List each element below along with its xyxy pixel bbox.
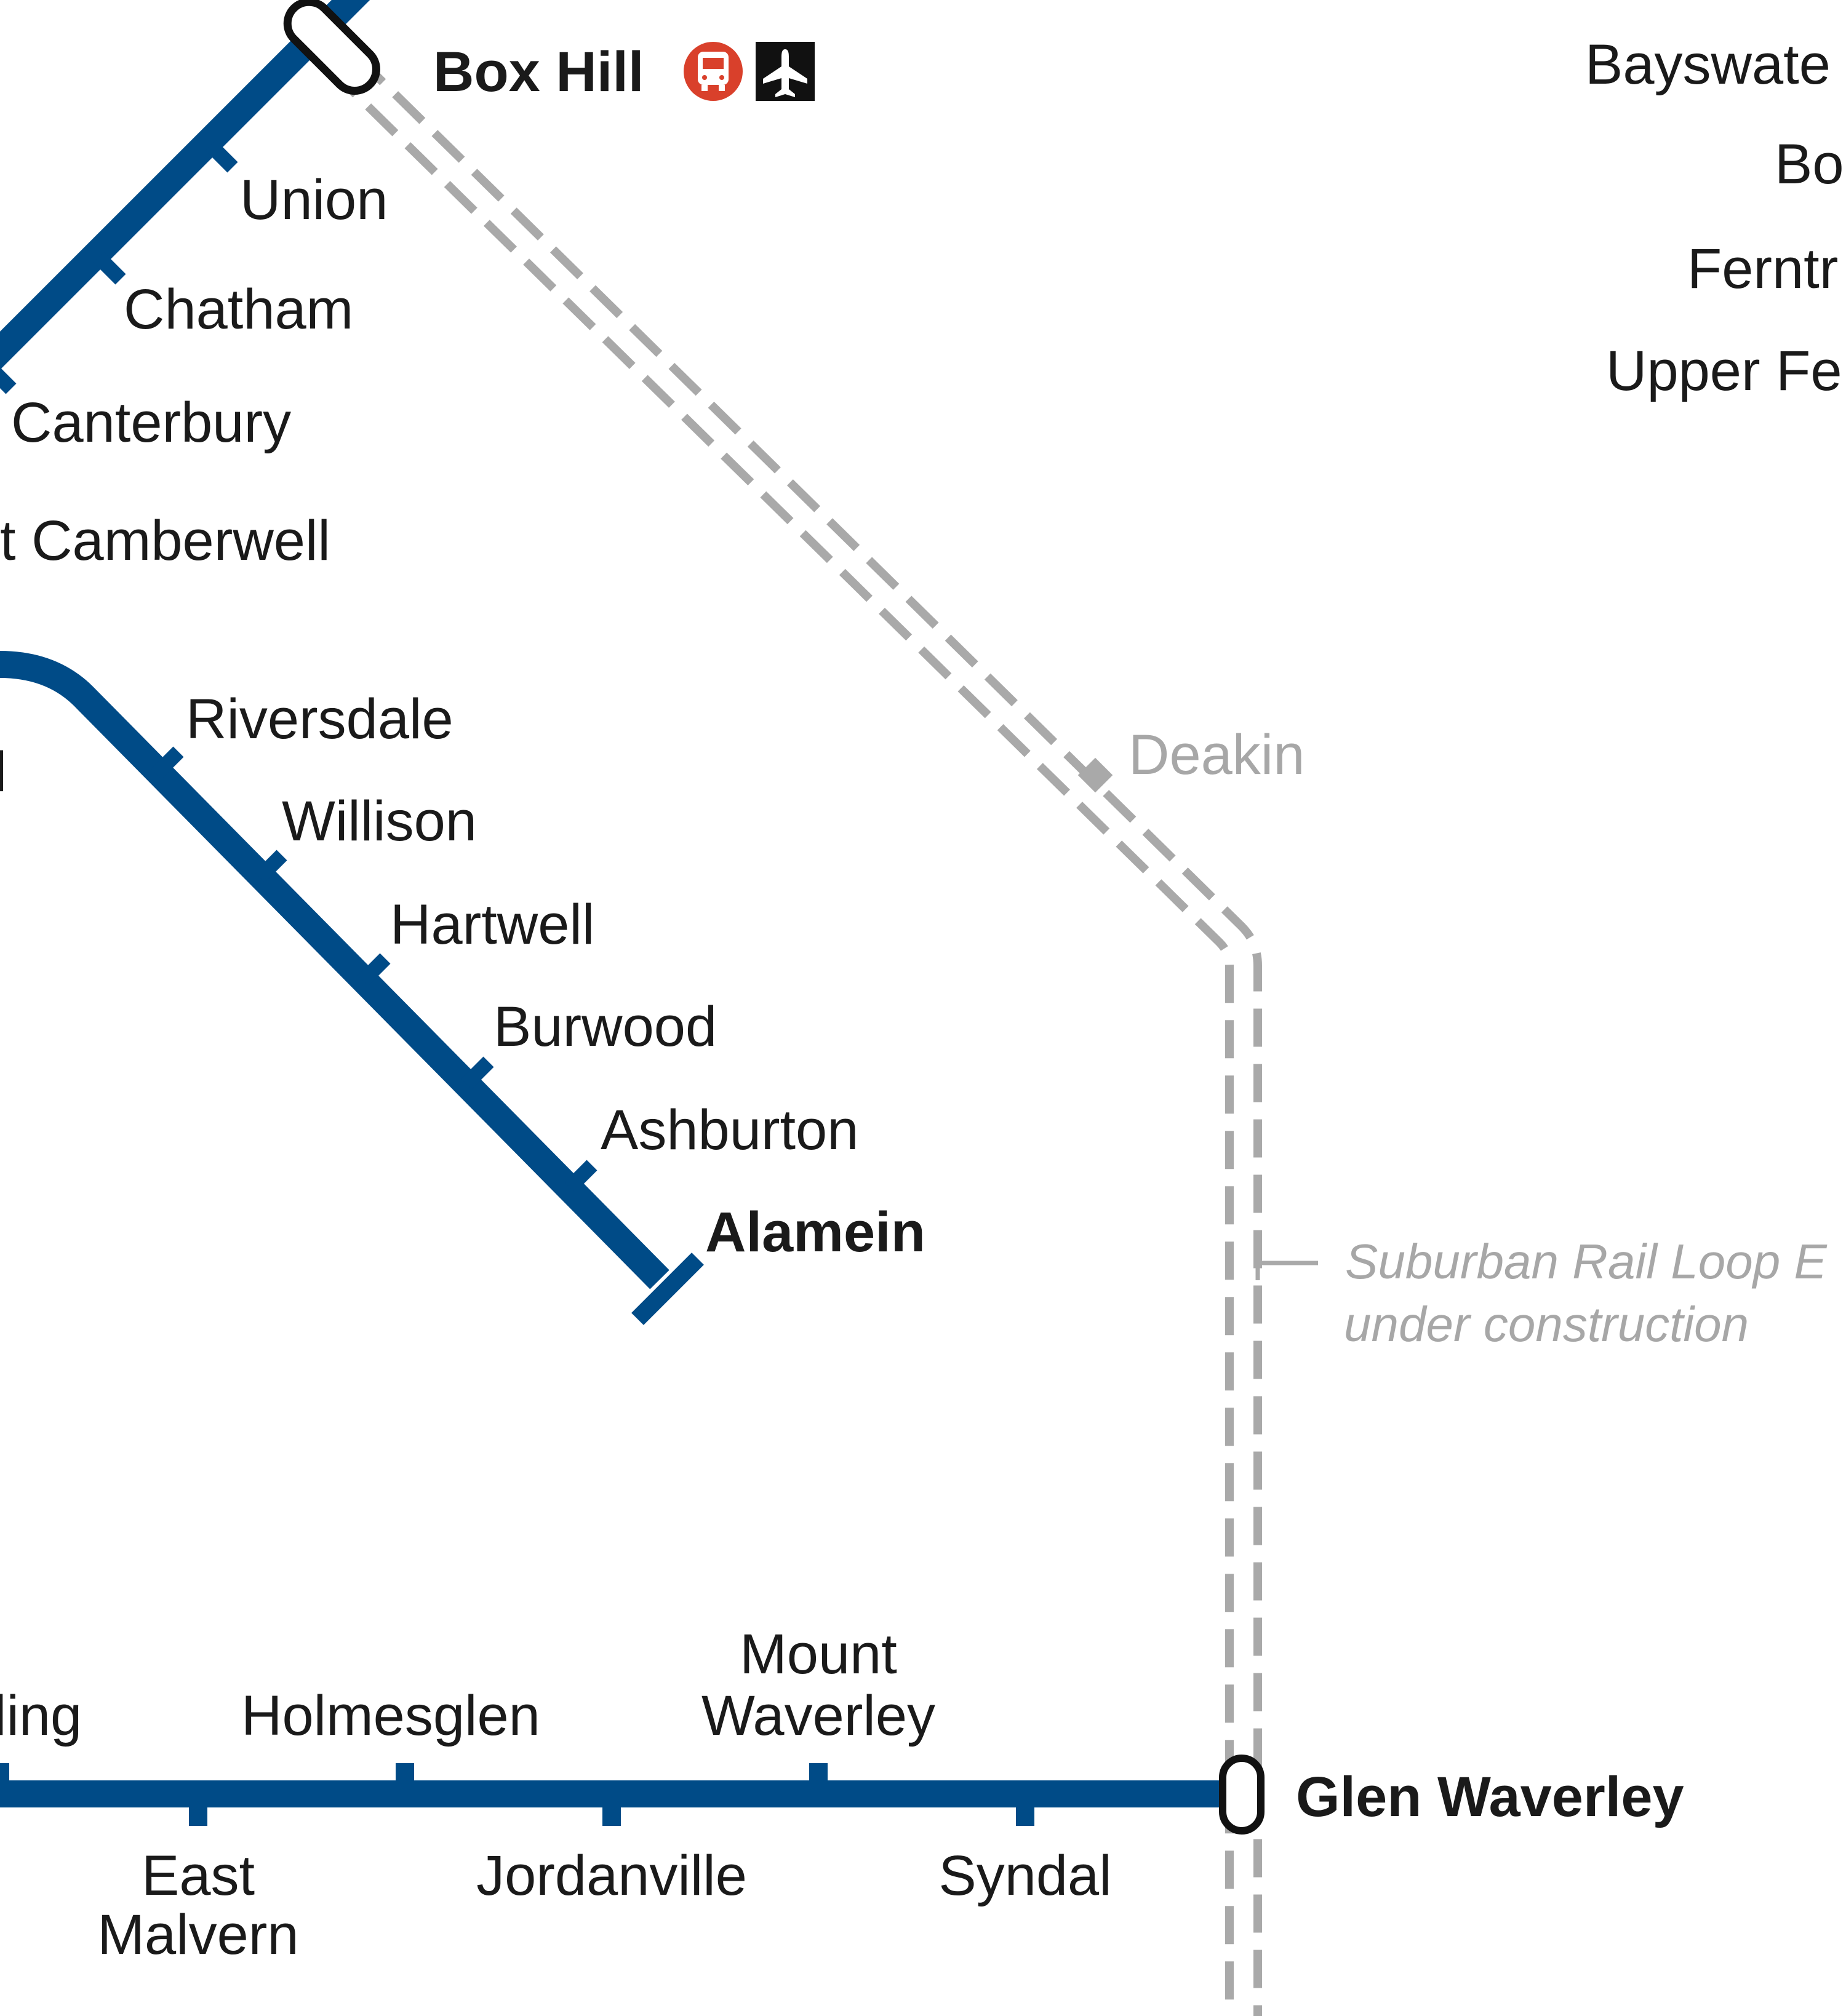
east-malvern-label-line2[interactable]: Malvern [97, 1903, 298, 1966]
canterbury-station-tick[interactable] [0, 367, 17, 394]
airplane-icon [756, 42, 815, 101]
ferntree-gully-label[interactable]: Ferntr [1687, 237, 1838, 300]
box-hill-label[interactable]: Box Hill [433, 41, 644, 103]
canterbury-label[interactable]: Canterbury [11, 391, 291, 454]
deakin-station-tick[interactable] [1077, 757, 1113, 793]
east-malvern-label-line1[interactable]: East [142, 1844, 255, 1907]
upper-ferntree-gully-label[interactable]: Upper Fe [1606, 340, 1842, 402]
alamein-terminus-bar[interactable] [631, 1253, 704, 1325]
camberwell-label[interactable]: l [0, 741, 7, 803]
glen-waverley-interchange-marker[interactable] [1219, 1755, 1265, 1835]
union-label[interactable]: Union [240, 169, 388, 231]
hartwell-label[interactable]: Hartwell [390, 893, 594, 956]
bayswater-label[interactable]: Bayswate [1585, 33, 1831, 96]
srl-track-left [326, 65, 1234, 2016]
east-camberwell-label[interactable]: t Camberwell [0, 509, 330, 572]
union-station-tick[interactable] [205, 140, 238, 173]
burwood-label[interactable]: Burwood [493, 995, 717, 1058]
alamein-label[interactable]: Alamein [705, 1201, 925, 1264]
jordanville-label[interactable]: Jordanville [476, 1844, 747, 1907]
riversdale-station-tick[interactable] [151, 746, 184, 779]
alamein-line [0, 651, 704, 1325]
alamein-line-track [0, 651, 669, 1289]
hartwell-station-tick[interactable] [358, 953, 391, 986]
glen-waverley-label[interactable]: Glen Waverley [1296, 1766, 1684, 1828]
bus-icon [684, 42, 743, 101]
box-hill-interchange-marker[interactable] [279, 0, 385, 100]
mount-waverley-label-line2[interactable]: Waverley [701, 1684, 935, 1747]
construction-note-leader [1255, 1246, 1318, 1280]
ashburton-label[interactable]: Ashburton [601, 1099, 858, 1161]
ashburton-station-tick[interactable] [564, 1160, 597, 1193]
construction-note-line2: under construction [1344, 1297, 1749, 1352]
mount-waverley-label-line1[interactable]: Mount [740, 1623, 897, 1686]
boronia-label[interactable]: Bo [1775, 133, 1844, 196]
glen-waverley-line [0, 1763, 1237, 1826]
syndal-label[interactable]: Syndal [938, 1844, 1111, 1907]
willison-station-tick[interactable] [254, 850, 287, 883]
burwood-station-tick[interactable] [461, 1056, 494, 1090]
willison-label[interactable]: Willison [282, 790, 477, 853]
kooyong-label[interactable]: ling [0, 1684, 82, 1747]
srl-track-right [353, 52, 1262, 2016]
chatham-station-tick[interactable] [93, 252, 126, 285]
construction-note-line1: Suburban Rail Loop E [1345, 1234, 1828, 1289]
holmesglen-label[interactable]: Holmesglen [241, 1684, 540, 1747]
deakin-label[interactable]: Deakin [1129, 723, 1305, 786]
suburban-rail-loop-corridor [326, 52, 1262, 2016]
chatham-label[interactable]: Chatham [124, 278, 353, 341]
riversdale-label[interactable]: Riversdale [186, 688, 454, 751]
